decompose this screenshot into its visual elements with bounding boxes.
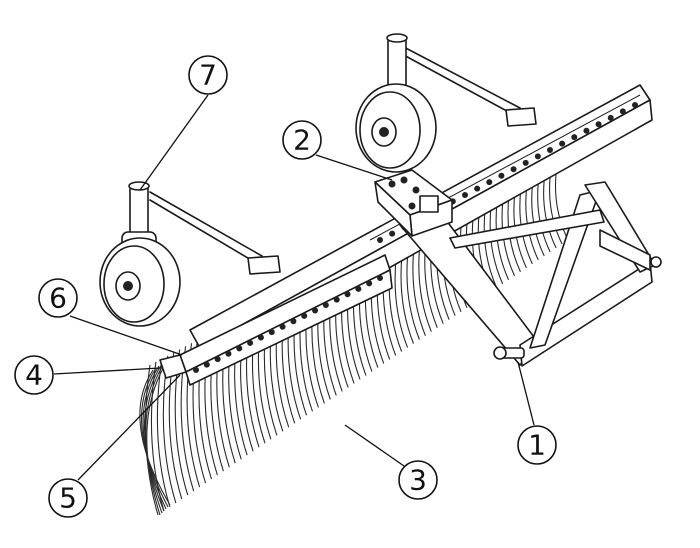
callout-1: 1 xyxy=(517,361,557,465)
beam-hole xyxy=(534,153,541,160)
callout-label-1: 1 xyxy=(528,429,546,462)
beam-hole xyxy=(583,127,590,134)
bar-hole xyxy=(247,339,254,346)
callout-3: 3 xyxy=(344,424,438,500)
tine-end-curve xyxy=(141,367,169,508)
bar-holes xyxy=(193,275,383,373)
callout-label-2: 2 xyxy=(293,124,311,157)
callout-5: 5 xyxy=(48,374,181,518)
bar-hole xyxy=(193,367,199,373)
callout-label-5: 5 xyxy=(59,482,77,515)
bar-hole xyxy=(225,350,232,357)
beam-hole xyxy=(510,166,517,173)
rake-tine xyxy=(156,358,171,508)
beam-hole xyxy=(607,114,614,121)
bar-hole xyxy=(257,334,264,341)
beam-hole xyxy=(474,185,481,192)
gauge-wheel-right xyxy=(355,33,537,173)
callout-label-4: 4 xyxy=(25,359,43,392)
callout-4: 4 xyxy=(14,355,161,395)
beam-hole xyxy=(522,159,529,166)
bar-hole xyxy=(366,280,373,287)
callout-2: 2 xyxy=(282,120,393,181)
callout-label-7: 7 xyxy=(199,59,217,92)
bar-hole xyxy=(333,296,340,303)
bar-hole xyxy=(214,356,221,363)
tine-end-curve xyxy=(145,361,166,514)
bar-hole xyxy=(322,302,329,309)
bar-hole xyxy=(312,307,319,314)
callouts: 7 2 6 4 5 3 xyxy=(14,55,557,518)
beam-hole xyxy=(462,192,468,198)
bar-hole xyxy=(268,329,275,336)
bar-hole xyxy=(301,312,308,319)
beam-hole xyxy=(619,108,626,115)
beam-hole xyxy=(377,237,383,243)
tine-end-curve xyxy=(142,365,167,510)
callout-6: 6 xyxy=(38,278,183,356)
callout-label-3: 3 xyxy=(409,464,427,497)
hitch-frame xyxy=(374,169,662,367)
gauge-wheel-left xyxy=(99,181,281,327)
callout-7: 7 xyxy=(139,55,228,191)
beam-hole xyxy=(632,102,638,108)
tine-end-curve xyxy=(146,359,169,516)
callout-label-6: 6 xyxy=(49,282,67,315)
bar-hole xyxy=(279,323,286,330)
bar-hole xyxy=(290,318,297,325)
bar-hole xyxy=(236,345,243,352)
tine-mounting-bar xyxy=(159,254,393,386)
bar-hole xyxy=(203,361,210,368)
tine-end-curve xyxy=(139,369,171,506)
beam-hole xyxy=(547,147,553,153)
beam-hole xyxy=(559,140,566,147)
bar-hole xyxy=(344,291,351,298)
tine-end-curve xyxy=(143,363,165,512)
beam-hole xyxy=(571,134,578,141)
beam-hole xyxy=(486,179,493,186)
bar-hole xyxy=(355,285,362,292)
beam-hole xyxy=(389,230,396,237)
beam-hole xyxy=(595,121,602,128)
bar-hole xyxy=(377,275,383,281)
beam-hole xyxy=(498,172,505,179)
